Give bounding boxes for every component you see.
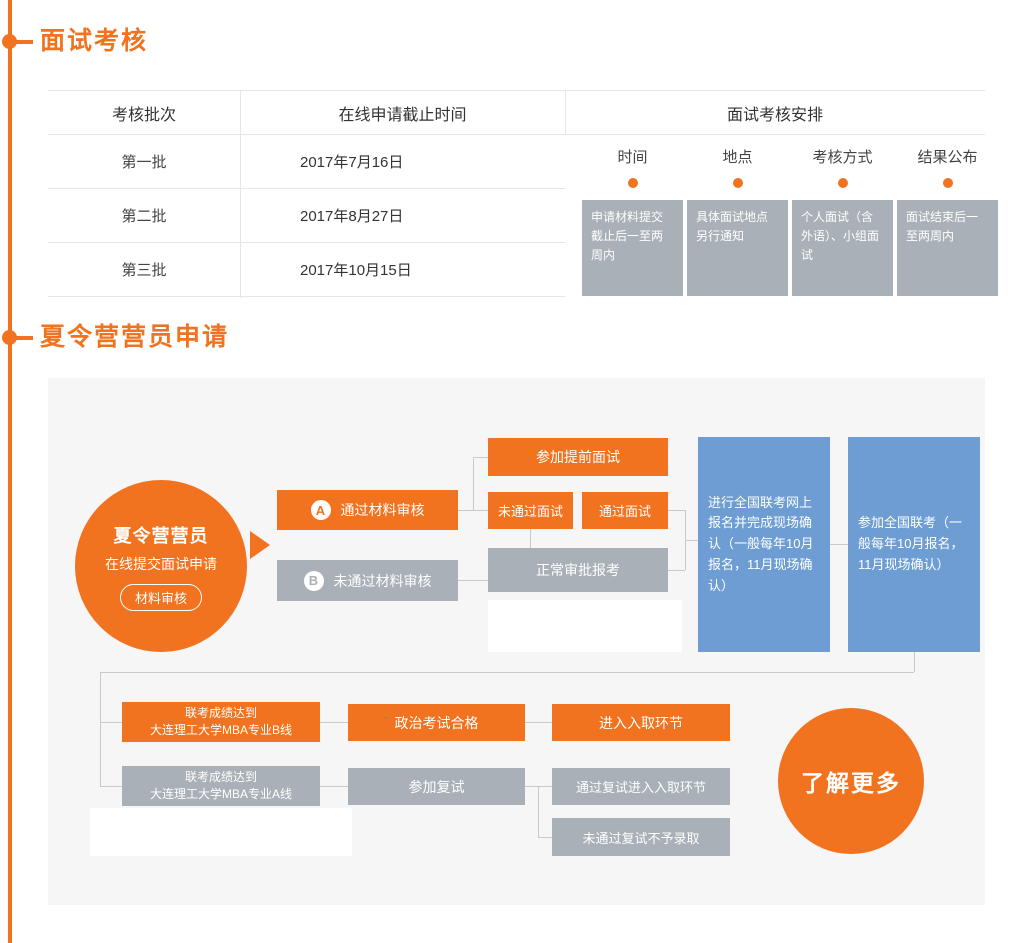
table-row: 第三批 2017年10月15日 [48, 243, 565, 297]
node-line1: 联考成绩达到 [184, 769, 257, 784]
interview-section-title: 面试考核 [40, 27, 149, 55]
node-fail-material: B 未通过材料审核 [277, 560, 458, 601]
node-politics-pass: 政治考试合格 [348, 704, 525, 741]
connector [320, 786, 348, 787]
material-review-badge: 材料审核 [119, 583, 202, 611]
arrangement-label: 结果公布 [917, 149, 978, 166]
node-retest-fail: 未通过复试不予录取 [552, 818, 730, 856]
connector [525, 722, 552, 723]
dot-icon [732, 178, 743, 188]
section-dash-icon [12, 40, 33, 44]
batch-name: 第二批 [121, 208, 167, 225]
table-row: 第二批 2017年8月27日 [48, 189, 565, 243]
arrangement-col-time: 时间 申请材料提交截止后一至两周内 [582, 148, 683, 296]
arrangement-detail: 申请材料提交截止后一至两周内 [582, 200, 683, 296]
node-national-register: 进行全国联考网上报名并完成现场确认（一般每年10月报名，11月现场确认） [698, 437, 830, 652]
node-fail-interview: 未通过面试 [488, 492, 573, 529]
node-pass-material: A 通过材料审核 [277, 490, 458, 530]
dot-icon [837, 178, 848, 188]
connector [668, 570, 685, 571]
arrangement-detail: 面试结束后一至两周内 [897, 200, 998, 296]
node-score-a: 联考成绩达到 大连理工大学MBA专业A线 [122, 766, 320, 806]
node-label: 参加全国联考（一般每年10月报名，11月现场确认） [858, 515, 964, 572]
section-dot-icon [2, 34, 17, 49]
start-line2: 在线提交面试申请 [105, 555, 217, 572]
connector [530, 529, 531, 548]
arrangement-detail: 具体面试地点另行通知 [687, 200, 788, 296]
batch-name: 第三批 [121, 262, 167, 279]
batch-name: 第一批 [121, 154, 167, 171]
node-retest: 参加复试 [348, 768, 525, 805]
arrangement-col-result: 结果公布 面试结束后一至两周内 [897, 148, 998, 296]
node-enter-admission: 进入入取环节 [552, 704, 730, 741]
node-line1: 联考成绩达到 [184, 705, 257, 720]
connector [914, 652, 915, 672]
node-label: 进行全国联考网上报名并完成现场确认（一般每年10月报名，11月现场确认） [708, 494, 814, 593]
connector [100, 786, 122, 787]
arrangement-col-method: 考核方式 个人面试（含外语）、小组面试 [792, 148, 893, 296]
batch-deadline: 2017年10月15日 [300, 262, 412, 279]
batch-deadline: 2017年8月27日 [300, 208, 404, 225]
flowchart-panel: 夏令营营员 在线提交面试申请 材料审核 A 通过材料审核 B 未通过材料审核 参… [48, 378, 985, 905]
connector [320, 722, 348, 723]
blank-patch [488, 600, 682, 652]
camp-section-title: 夏令营营员申请 [40, 323, 230, 351]
dot-icon [627, 178, 638, 188]
arrangement-label: 考核方式 [812, 149, 873, 166]
table-divider [240, 90, 241, 298]
badge-b: B [303, 570, 324, 591]
table-header-row: 考核批次 在线申请截止时间 面试考核安排 [48, 90, 985, 135]
node-pass-interview: 通过面试 [582, 492, 668, 529]
arrangement-columns: 时间 申请材料提交截止后一至两周内 地点 具体面试地点另行通知 考核方式 个人面… [582, 148, 998, 296]
left-accent-rail [8, 0, 12, 943]
table-row: 第一批 2017年7月16日 [48, 135, 565, 189]
arrangement-label: 时间 [617, 149, 648, 166]
badge-a: A [310, 500, 331, 520]
connector [685, 540, 698, 541]
connector [473, 457, 488, 458]
batch-rows: 第一批 2017年7月16日 第二批 2017年8月27日 第三批 2017年1… [48, 135, 565, 297]
connector [830, 544, 848, 545]
start-line1: 夏令营营员 [113, 525, 209, 546]
connector [538, 786, 539, 837]
node-early-interview: 参加提前面试 [488, 438, 668, 476]
node-line2: 大连理工大学MBA专业B线 [149, 723, 292, 737]
col-header-deadline: 在线申请截止时间 [338, 106, 467, 124]
col-header-arrangement: 面试考核安排 [726, 106, 823, 124]
node-retest-pass: 通过复试进入入取环节 [552, 768, 730, 805]
connector [668, 510, 685, 511]
arrangement-col-place: 地点 具体面试地点另行通知 [687, 148, 788, 296]
node-score-b: 联考成绩达到 大连理工大学MBA专业B线 [122, 702, 320, 742]
start-circle: 夏令营营员 在线提交面试申请 材料审核 [75, 480, 247, 652]
node-label: 通过材料审核 [340, 502, 425, 518]
connector [100, 722, 122, 723]
node-normal-apply: 正常审批报考 [488, 548, 668, 592]
connector [538, 837, 552, 838]
dot-icon [942, 178, 953, 188]
node-label: 未通过材料审核 [333, 572, 432, 589]
table-divider [565, 90, 566, 135]
section-dash-icon [12, 336, 33, 340]
col-header-batch: 考核批次 [111, 106, 176, 124]
arrangement-detail: 个人面试（含外语）、小组面试 [792, 200, 893, 296]
interview-table: 考核批次 在线申请截止时间 面试考核安排 第一批 2017年7月16日 第二批 … [48, 90, 998, 300]
node-line2: 大连理工大学MBA专业A线 [149, 787, 292, 801]
connector [100, 672, 101, 786]
connector [473, 457, 474, 511]
blank-patch [90, 808, 352, 856]
learn-more-button[interactable]: 了解更多 [778, 708, 924, 854]
arrangement-label: 地点 [722, 149, 753, 166]
node-national-exam: 参加全国联考（一般每年10月报名，11月现场确认） [848, 437, 980, 652]
section-dot-icon [2, 330, 17, 345]
arrow-right-icon [250, 531, 270, 559]
connector [100, 672, 914, 673]
batch-deadline: 2017年7月16日 [300, 154, 404, 171]
connector [458, 580, 488, 581]
